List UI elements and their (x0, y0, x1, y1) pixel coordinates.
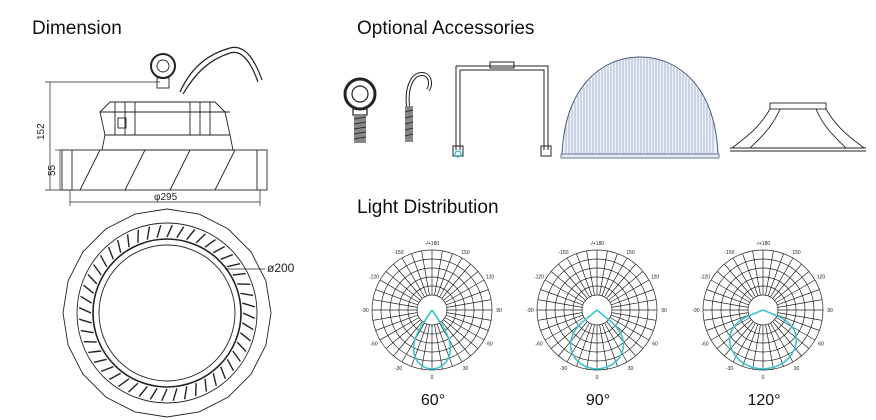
polar-angle-label: 0 (596, 375, 599, 381)
distribution-curve (412, 309, 452, 370)
polar-angle-label: -/+180 (756, 241, 771, 247)
distribution-curve (728, 309, 798, 370)
polar-angle-label: -60 (370, 342, 377, 348)
polar-angle-label: 0 (431, 375, 434, 381)
dimension-title: Dimension (32, 18, 122, 39)
dim-diameter-outer: φ295 (154, 192, 178, 203)
polar-angle-label: -30 (560, 366, 567, 372)
dim-height-shade: 55 (47, 164, 58, 176)
polar-angle-label: 120 (651, 275, 660, 281)
polar-angle-label: -120 (369, 275, 379, 281)
polar-angle-label: 60 (818, 342, 824, 348)
pc-reflector-icon (560, 56, 720, 159)
polar-angle-label: -60 (535, 342, 542, 348)
polar-angle-label: 150 (792, 250, 801, 256)
polar-angle-label: -/+180 (425, 241, 440, 247)
beam-label-90: 90° (585, 392, 611, 409)
polar-angle-label: 30 (794, 366, 800, 372)
polar-angle-label: -120 (534, 275, 544, 281)
polar-angle-label: 60 (487, 342, 493, 348)
polar-angle-label: -150 (558, 250, 568, 256)
aluminum-reflector-icon (730, 102, 866, 152)
polar-angle-label: 90 (661, 308, 667, 314)
polar-angle-label: 60 (652, 342, 658, 348)
polar-angle-label: 120 (817, 275, 826, 281)
polar-chart-90: -/+180 -150 150 -120 120 -90 90 -60 60 -30 30 0 (526, 241, 667, 381)
polar-angle-label: 30 (628, 366, 634, 372)
distribution-title: Light Distribution (357, 197, 499, 218)
eye-bolt-icon (343, 77, 377, 143)
polar-angle-label: -90 (526, 308, 533, 314)
hook-icon (404, 71, 432, 142)
polar-angle-label: -90 (361, 308, 368, 314)
polar-angle-label: -90 (692, 308, 699, 314)
beam-label-60: 60° (420, 392, 446, 409)
polar-angle-label: -60 (701, 342, 708, 348)
polar-angle-label: -/+180 (590, 241, 605, 247)
u-bracket-icon (452, 61, 552, 158)
distribution-curve (569, 309, 625, 370)
polar-angle-label: -150 (393, 250, 403, 256)
beam-label-120: 120° (747, 392, 781, 409)
polar-angle-label: -30 (726, 366, 733, 372)
top-view-drawing: ø200 (62, 208, 295, 418)
accessories-title: Optional Accessories (357, 18, 535, 39)
polar-angle-label: 150 (626, 250, 635, 256)
polar-angle-label: 90 (496, 308, 502, 314)
dim-height-total: 152 (36, 123, 47, 140)
polar-angle-label: -120 (700, 275, 710, 281)
polar-chart-120: -/+180 -150 150 -120 120 -90 90 -60 60 -30 30 0 (692, 241, 833, 381)
polar-angle-label: -150 (724, 250, 734, 256)
polar-angle-label: 90 (827, 308, 833, 314)
side-view-drawing: 152 55 φ295 (36, 46, 268, 206)
polar-angle-label: 120 (486, 275, 495, 281)
polar-angle-label: 150 (461, 250, 470, 256)
polar-angle-label: 30 (463, 366, 469, 372)
polar-angle-label: 0 (762, 375, 765, 381)
polar-angle-label: -30 (395, 366, 402, 372)
dim-diameter-inner: ø200 (267, 261, 295, 275)
polar-chart-60: -/+180 -150 150 -120 120 -90 90 -60 60 -30 30 0 (361, 241, 502, 381)
